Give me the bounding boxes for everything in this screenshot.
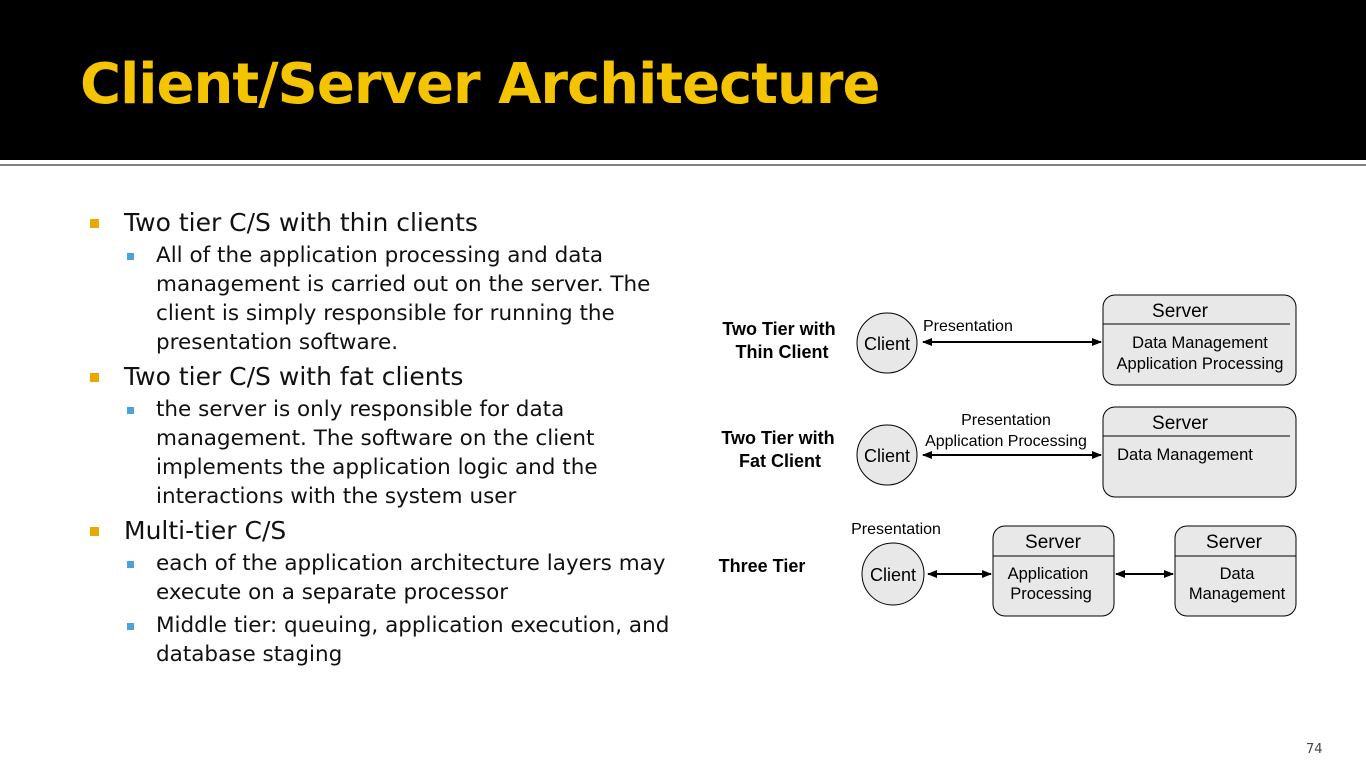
fat-row-label: Fat Client bbox=[739, 451, 821, 471]
thin-server-line: Application Processing bbox=[1117, 355, 1284, 373]
sub-bullet-middle-tier: Middle tier: queuing, application execut… bbox=[124, 611, 688, 669]
data-server-line: Data bbox=[1220, 565, 1256, 583]
thin-row-label: Two Tier with bbox=[722, 319, 835, 339]
fat-arrow-label: Application Processing bbox=[925, 433, 1087, 450]
bullet-fat-clients: Two tier C/S with fat clients bbox=[88, 361, 688, 393]
thin-server-box bbox=[1102, 294, 1297, 386]
three-client-node bbox=[861, 542, 925, 606]
fat-client-row: Two Tier with Fat Client Client Presenta… bbox=[721, 406, 1297, 498]
three-row-label: Three Tier bbox=[719, 556, 806, 576]
sub-bullet-separate-processor: each of the application architecture lay… bbox=[124, 549, 688, 607]
data-server-line: Management bbox=[1189, 585, 1286, 603]
data-server-box bbox=[1174, 525, 1297, 617]
thin-arrow-label: Presentation bbox=[923, 318, 1013, 335]
square-bullet-icon bbox=[90, 527, 99, 536]
fat-server-line: Data Management bbox=[1117, 446, 1253, 464]
three-client-label: Client bbox=[870, 565, 916, 585]
square-bullet-icon bbox=[90, 219, 99, 228]
divider-white bbox=[0, 160, 1366, 163]
fat-server-box bbox=[1102, 406, 1297, 498]
app-server-box bbox=[992, 525, 1115, 617]
thin-server-title: Server bbox=[1152, 301, 1209, 322]
three-tier-row: Three Tier Presentation Client Server Ap… bbox=[719, 521, 1297, 617]
square-bullet-icon bbox=[90, 373, 99, 382]
bullet-thin-clients: Two tier C/S with thin clients bbox=[88, 207, 688, 239]
fat-client-node bbox=[856, 424, 918, 486]
app-server-title: Server bbox=[1025, 532, 1082, 553]
square-bullet-icon bbox=[127, 407, 134, 414]
sub-bullet-thin-clients: All of the application processing and da… bbox=[124, 241, 688, 357]
thin-client-label: Client bbox=[864, 334, 910, 354]
bullet-text: Two tier C/S with fat clients bbox=[124, 362, 464, 391]
fat-row-label: Two Tier with bbox=[721, 428, 834, 448]
square-bullet-icon bbox=[127, 561, 134, 568]
thin-client-row: Two Tier with Thin Client Client Present… bbox=[722, 294, 1297, 386]
square-bullet-icon bbox=[127, 623, 134, 630]
thin-row-label: Thin Client bbox=[736, 342, 829, 362]
thin-client-node bbox=[856, 312, 918, 374]
app-server-line: Processing bbox=[1010, 585, 1092, 603]
bullet-text: Two tier C/S with thin clients bbox=[124, 208, 478, 237]
sub-bullet-text: Middle tier: queuing, application execut… bbox=[156, 613, 670, 667]
bullet-multi-tier: Multi-tier C/S bbox=[88, 515, 688, 547]
fat-server-title: Server bbox=[1152, 413, 1209, 434]
slide-title: Client/Server Architecture bbox=[80, 52, 880, 117]
fat-client-label: Client bbox=[864, 446, 910, 466]
divider-gray bbox=[0, 164, 1366, 166]
sub-bullet-text: each of the application architecture lay… bbox=[156, 551, 666, 605]
thin-server-line: Data Management bbox=[1132, 334, 1268, 352]
sub-bullet-text: All of the application processing and da… bbox=[156, 243, 651, 355]
title-bar: Client/Server Architecture bbox=[0, 0, 1366, 160]
square-bullet-icon bbox=[127, 253, 134, 260]
data-server-title: Server bbox=[1206, 532, 1263, 553]
bullet-text: Multi-tier C/S bbox=[124, 516, 287, 545]
sub-bullet-text: the server is only responsible for data … bbox=[156, 397, 598, 509]
page-number: 74 bbox=[1306, 742, 1323, 757]
fat-arrow-label: Presentation bbox=[961, 412, 1051, 429]
three-client-caption: Presentation bbox=[851, 521, 941, 538]
app-server-line: Application bbox=[1008, 565, 1089, 583]
bullet-list: Two tier C/S with thin clients All of th… bbox=[88, 207, 688, 673]
sub-bullet-fat-clients: the server is only responsible for data … bbox=[124, 395, 688, 511]
